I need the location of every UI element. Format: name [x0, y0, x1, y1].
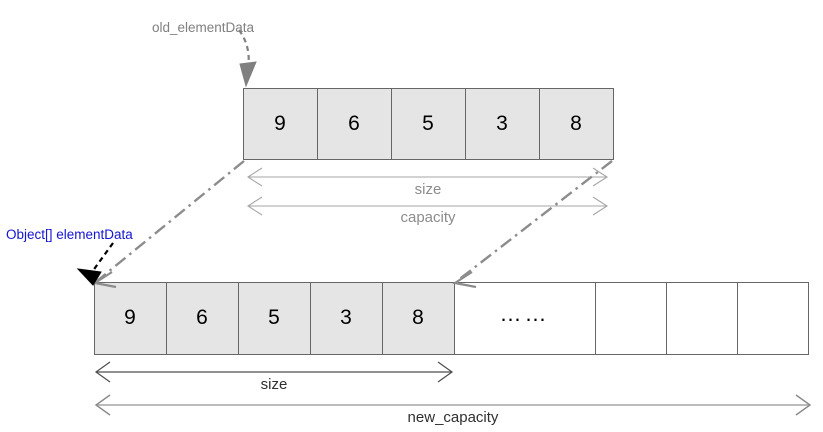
old-array-cell-0 [243, 88, 318, 160]
old-array-cell-4 [539, 88, 614, 160]
old-element-data-pointer [238, 29, 257, 88]
new-array-cell-2 [238, 282, 311, 355]
element-data-pointer [76, 242, 114, 286]
new-array-cell-4 [382, 282, 455, 355]
new-capacity-dimension [94, 394, 812, 416]
old-array [243, 88, 614, 160]
new-array-cell-3 [310, 282, 383, 355]
new-array-cell-7 [666, 282, 738, 355]
copy-connector-left [92, 160, 245, 289]
new-array-cell-8 [737, 282, 809, 355]
new-array-cell-5 [454, 282, 596, 355]
old-array-cell-1 [317, 88, 392, 160]
new-array-cell-1 [166, 282, 239, 355]
old-capacity-dimension [246, 196, 609, 216]
new-array-cell-0 [94, 282, 167, 355]
copy-connector-right [452, 160, 613, 289]
new-array-cell-6 [595, 282, 667, 355]
old-array-cell-2 [391, 88, 466, 160]
old-size-dimension [246, 167, 609, 187]
new-array [94, 282, 809, 355]
old-array-cell-3 [465, 88, 540, 160]
new-size-dimension [94, 361, 454, 383]
